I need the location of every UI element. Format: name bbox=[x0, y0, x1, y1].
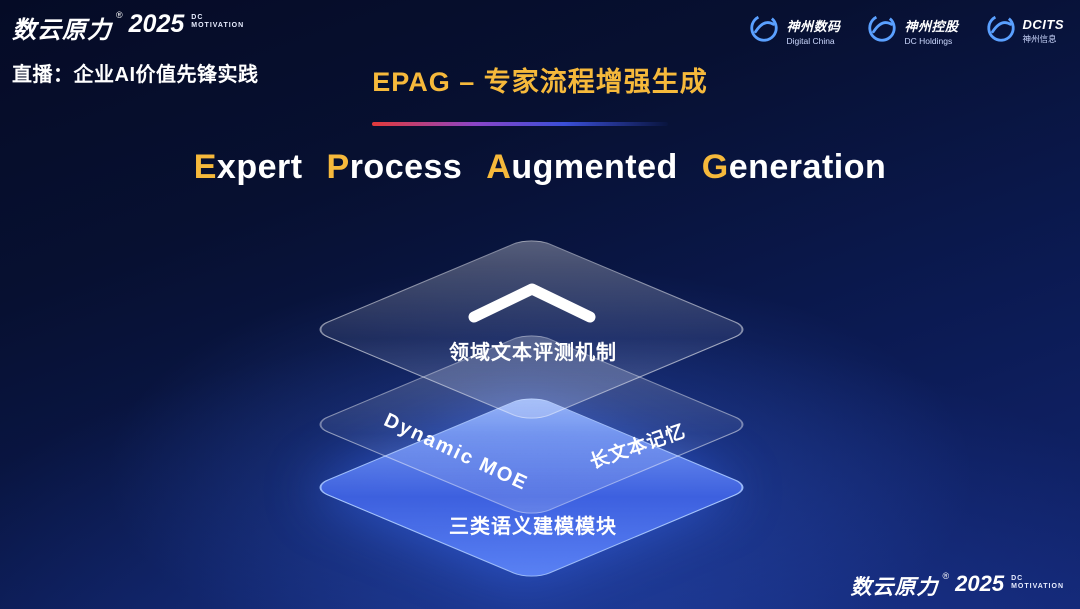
brand-year: 2025 bbox=[955, 571, 1005, 596]
partner-subname: DC Holdings bbox=[904, 35, 953, 46]
partner-subname: 神州信息 bbox=[1022, 33, 1057, 44]
subtitle-word: Expert bbox=[193, 148, 303, 186]
brand-sub-bottom: MOTIVATION bbox=[191, 22, 245, 29]
brand-subtext: DC MOTIVATION bbox=[191, 14, 244, 30]
brand-subtext: DC MOTIVATION bbox=[1011, 575, 1064, 591]
partner-name: DCITS bbox=[1022, 16, 1064, 32]
partner-subname: Digital China bbox=[786, 35, 835, 46]
brand-logo-top-left: 数云原力 ® 2025 DC MOTIVATION bbox=[12, 10, 244, 45]
brand-year: 2025 bbox=[128, 10, 185, 38]
partner-logos: 神州数码 Digital China 神州控股 DC Holdings DCIT… bbox=[748, 12, 1064, 49]
registered-mark: ® bbox=[942, 571, 950, 581]
registered-mark: ® bbox=[116, 10, 123, 20]
brand-sub-top: DC bbox=[1011, 575, 1024, 582]
brand-name: 数云原力 bbox=[850, 576, 939, 599]
subtitle-word: Process bbox=[326, 148, 463, 186]
subtitle-word: Augmented bbox=[486, 148, 678, 186]
dc-holdings-logo-icon bbox=[866, 12, 898, 49]
live-stream-label: 直播：企业AI价值先锋实践 bbox=[12, 64, 259, 86]
chevron-up-icon bbox=[462, 277, 602, 334]
partner-dcits: DCITS 神州信息 bbox=[985, 12, 1065, 49]
partner-digital-china: 神州数码 Digital China bbox=[748, 12, 840, 49]
brand-sub-bottom: MOTIVATION bbox=[1011, 583, 1064, 590]
brand-logo-bottom-right: 数云原力® 2025 DC MOTIVATION bbox=[851, 571, 1065, 601]
brand-name: 数云原力 bbox=[12, 17, 112, 44]
partner-name: 神州数码 bbox=[786, 18, 841, 34]
dcits-logo-icon bbox=[985, 12, 1017, 49]
brand-sub-top: DC bbox=[191, 14, 204, 21]
page-title: EPAG – 专家流程增强生成 bbox=[372, 67, 708, 97]
partner-name: 神州控股 bbox=[904, 18, 959, 34]
gradient-divider bbox=[372, 122, 668, 126]
subtitle-word: Generation bbox=[701, 148, 887, 186]
subtitle-expansion: Expert Process Augmented Generation bbox=[0, 148, 1080, 187]
digital-china-logo-icon bbox=[748, 12, 780, 49]
partner-dc-holdings: 神州控股 DC Holdings bbox=[866, 12, 958, 49]
